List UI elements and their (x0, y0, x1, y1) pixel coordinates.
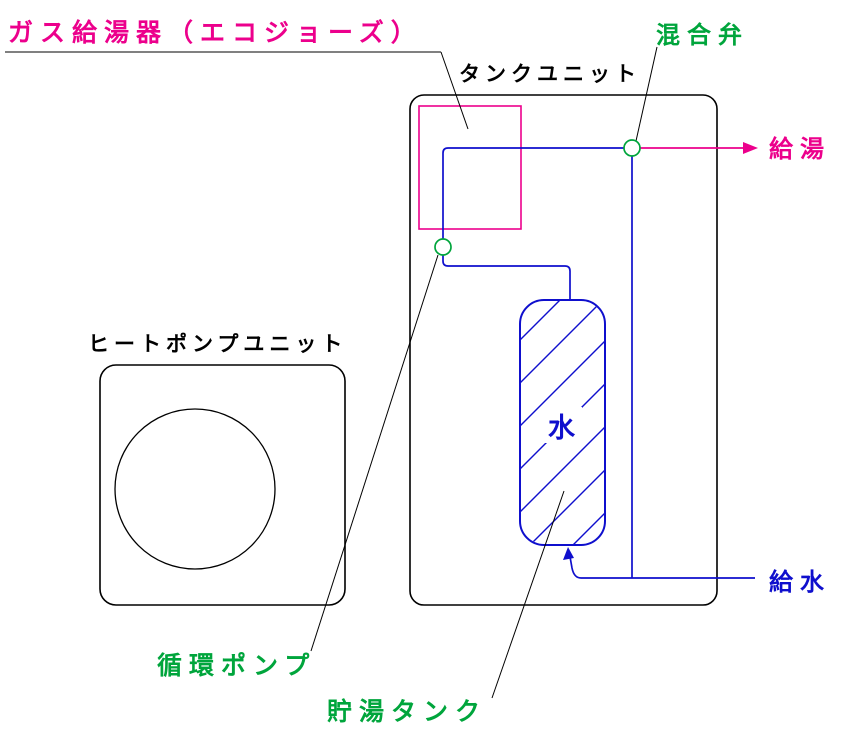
water-label-backing (540, 407, 582, 443)
mixing-valve-label: 混合弁 (656, 21, 749, 49)
tank-unit-box (409, 94, 718, 606)
mixing-valve-symbol (623, 139, 641, 157)
gas-heater-box (418, 105, 522, 230)
storage-tank-label: 貯湯タンク (327, 697, 487, 726)
circulation-pump-label: 循環ポンプ (157, 651, 316, 680)
water-supply-arrowhead (563, 547, 574, 560)
pipe-water-supply (568, 550, 755, 579)
storage-tank-leader-line (491, 490, 565, 699)
circulation-pump-leader-line (310, 254, 439, 652)
heat-pump-unit-box (99, 364, 346, 606)
storage-tank-hatching (521, 301, 604, 544)
heat-pump-unit-label: ヒートポンプユニット (88, 332, 347, 356)
pipe-gas-heater-to-mixing-valve (442, 147, 624, 239)
water-label: 水 (548, 413, 576, 444)
tank-unit-label: タンクユニット (459, 62, 641, 86)
gas-heater-label: ガス給湯器（エコジョーズ） (8, 18, 423, 47)
circulation-pump-symbol (434, 238, 452, 256)
water-supply-label: 給水 (769, 568, 831, 596)
heat-pump-fan-circle (114, 408, 276, 570)
pipe-pump-to-tank-top (442, 255, 571, 299)
gas-heater-leader-line (440, 51, 469, 130)
hot-water-arrowhead (743, 142, 758, 154)
mixing-valve-leader-line (635, 46, 658, 142)
hot-water-out-label: 給湯 (769, 135, 831, 163)
